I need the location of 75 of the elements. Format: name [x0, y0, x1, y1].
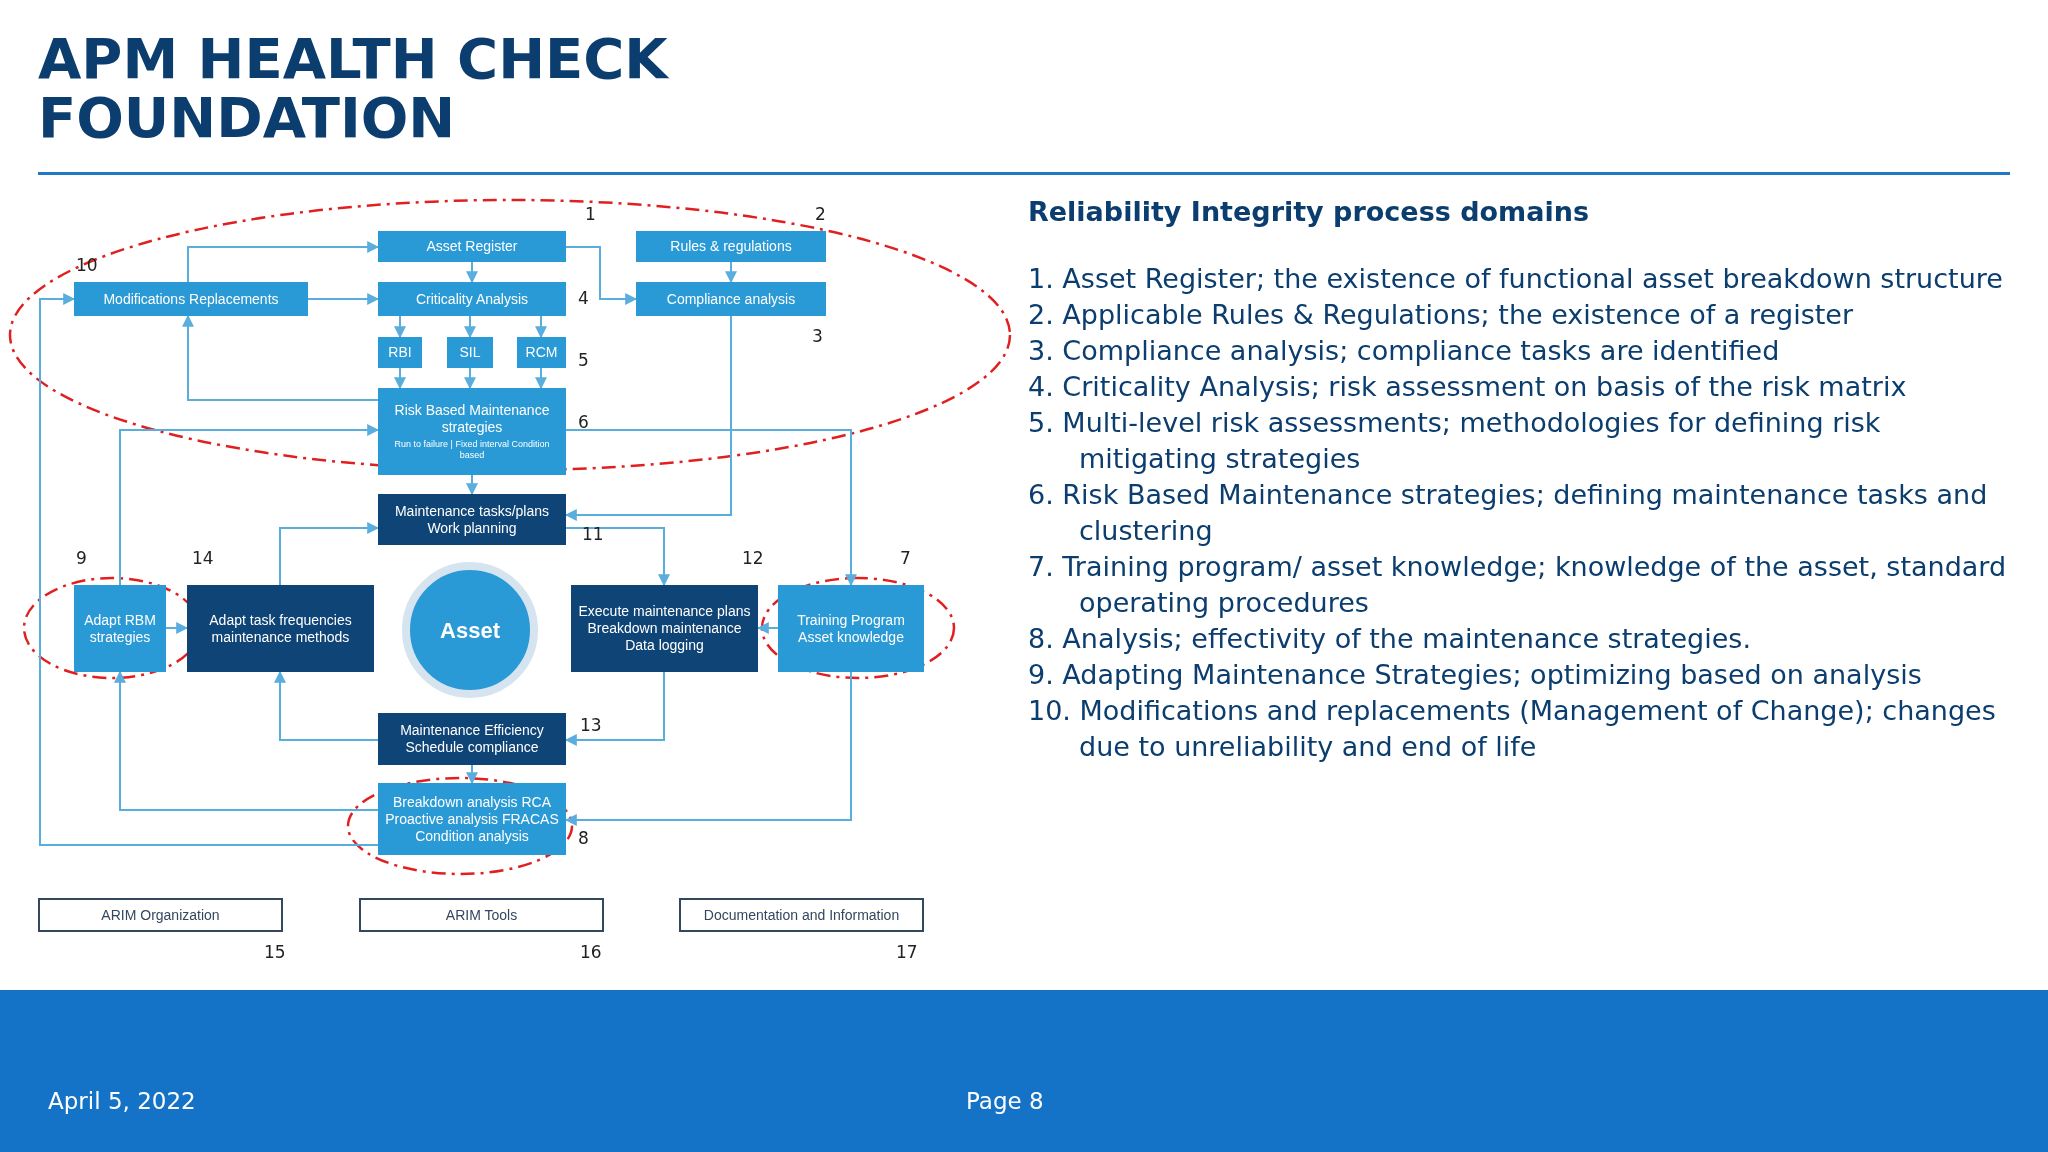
- process-box: Adapt RBM strategies: [74, 585, 166, 672]
- list-heading: Reliability Integrity process domains: [1028, 196, 1590, 227]
- callout-number: 14: [192, 548, 214, 568]
- arrow: [565, 246, 638, 305]
- callout-number: 3: [812, 326, 823, 346]
- process-box: Rules & regulations: [636, 231, 826, 262]
- process-box: Modifications Replacements: [74, 282, 308, 316]
- arrow: [565, 527, 670, 587]
- arrow: [394, 367, 406, 390]
- callout-number: 6: [578, 412, 589, 432]
- list-item: 5. Multi-level risk assessments; methodologies for defining risk mitigating strategies: [1028, 406, 1882, 476]
- arrow: [466, 261, 478, 284]
- arrow: [535, 367, 547, 390]
- center-circle: Asset: [402, 562, 538, 698]
- list-item: 10. Modifications and replacements (Management of Change); changes due to unreliability and end of life: [1028, 694, 1997, 764]
- callout-number: 15: [264, 942, 286, 962]
- callout-number: 13: [580, 715, 602, 735]
- page-number: Page 8: [966, 1088, 1044, 1114]
- arrow: [565, 429, 857, 587]
- process-box: RBI: [378, 337, 422, 368]
- box-subtext: Run to failure | Fixed interval Condition based: [393, 439, 551, 461]
- date-text: April 5, 2022: [48, 1088, 196, 1114]
- arrow: [182, 314, 379, 401]
- arrow: [114, 670, 379, 811]
- arrow: [725, 261, 737, 284]
- process-box: [378, 388, 566, 475]
- outline-box: ARIM Organization: [38, 898, 283, 932]
- list-item: 1. Asset Register; the existence of functional asset breakdown structure: [1028, 262, 2004, 296]
- arrow: [165, 622, 189, 634]
- arrow: [464, 315, 476, 339]
- process-box: Training Program Asset knowledge: [778, 585, 924, 672]
- callout-number: 7: [900, 548, 911, 568]
- slide-title: APM HEALTH CHECK FOUNDATION: [38, 30, 670, 148]
- callout-number: 4: [578, 288, 589, 308]
- callout-number: 10: [76, 255, 98, 275]
- arrow: [394, 315, 406, 339]
- callout-number: 9: [76, 548, 87, 568]
- callout-number: 5: [578, 350, 589, 370]
- process-box: Maintenance tasks/plans Work planning: [378, 494, 566, 545]
- arrow: [307, 293, 380, 305]
- outline-box: ARIM Tools: [359, 898, 604, 932]
- process-box: Maintenance Efficiency Schedule compliance: [378, 713, 566, 765]
- list-item: 7. Training program/ asset knowledge; knowledge of the asset, standard operating procedures: [1028, 550, 2008, 620]
- callout-number: 16: [580, 942, 602, 962]
- outline-box: Documentation and Information: [679, 898, 924, 932]
- callout-number: 1: [585, 204, 596, 224]
- process-box: Compliance analysis: [636, 282, 826, 316]
- callout-number: 12: [742, 548, 764, 568]
- callout-number: 11: [582, 524, 604, 544]
- callout-number: 17: [896, 942, 918, 962]
- process-box: Asset Register: [378, 231, 566, 262]
- arrow: [279, 522, 380, 586]
- process-box: RCM: [517, 337, 566, 368]
- process-box: Breakdown analysis RCA Proactive analysis FRACAS Condition analysis: [378, 783, 566, 855]
- list-item: 4. Criticality Analysis; risk assessment on basis of the risk matrix: [1028, 370, 1908, 404]
- list-item: 9. Adapting Maintenance Strategies; optimizing based on analysis: [1028, 658, 1923, 692]
- list-item: 8. Analysis; effectivity of the maintenance strategies.: [1028, 622, 1752, 656]
- list-item: 6. Risk Based Maintenance strategies; defining maintenance tasks and clustering: [1028, 478, 1989, 548]
- arrow: [274, 670, 379, 741]
- callout-number: 2: [815, 204, 826, 224]
- list-item: 2. Applicable Rules & Regulations; the existence of a register: [1028, 298, 1855, 332]
- arrow: [187, 241, 380, 283]
- arrow: [464, 367, 476, 390]
- callout-number: 8: [578, 828, 589, 848]
- arrow: [535, 315, 547, 339]
- process-box: Criticality Analysis: [378, 282, 566, 316]
- arrow: [119, 424, 380, 586]
- arrow: [466, 764, 478, 785]
- process-box: Execute maintenance plans Breakdown maintenance Data logging: [571, 585, 758, 672]
- arrow: [466, 474, 478, 496]
- process-box: SIL: [447, 337, 493, 368]
- arrow: [39, 293, 379, 846]
- process-box: Adapt task frequencies maintenance methods: [187, 585, 374, 672]
- box-heading: Risk Based Maintenance strategies: [393, 402, 551, 436]
- list-item: 3. Compliance analysis; compliance tasks are identified: [1028, 334, 1781, 368]
